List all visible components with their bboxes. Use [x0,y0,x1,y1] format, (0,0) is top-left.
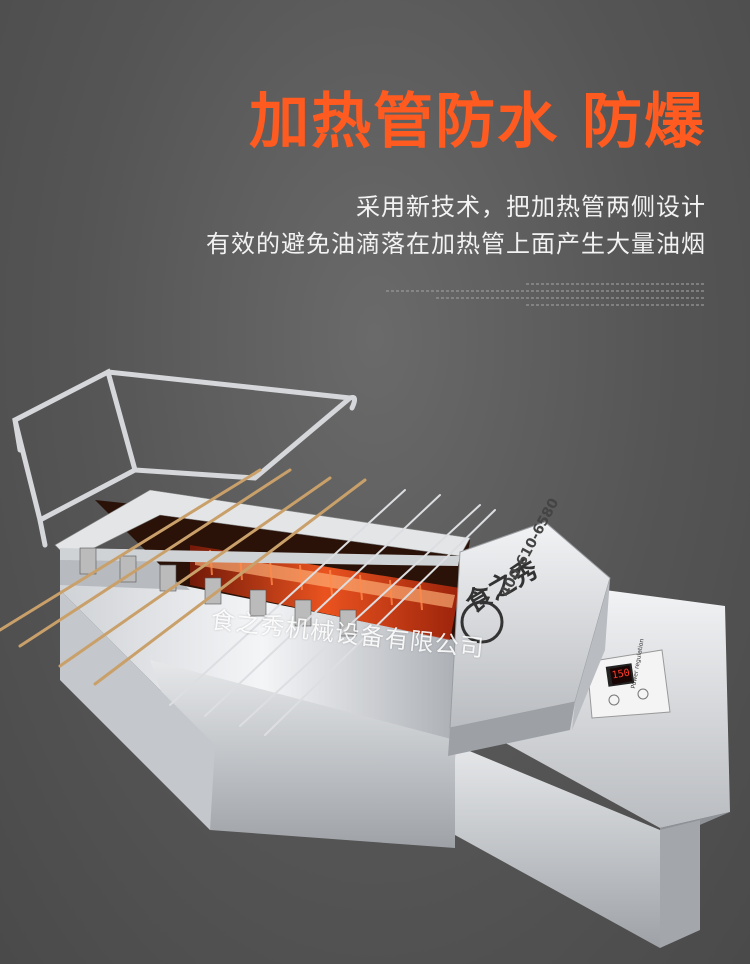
temperature-display: 150 [609,665,633,685]
rack-handle [12,368,358,548]
decorative-fine-text-line [526,304,706,306]
grill-illustration [0,368,730,948]
subtitle-line-2: 有效的避免油滴落在加热管上面产生大量油烟 [206,230,706,258]
subtitle-line-1: 采用新技术，把加热管两侧设计 [356,193,706,221]
decorative-fine-text-line [386,290,706,292]
decorative-fine-text-line [526,283,706,285]
headline: 加热管防水 防爆 [249,87,706,157]
decorative-fine-text-line [436,297,706,299]
brand-logo-icon [460,600,504,644]
cover-box [448,521,611,756]
skewers [0,468,496,736]
